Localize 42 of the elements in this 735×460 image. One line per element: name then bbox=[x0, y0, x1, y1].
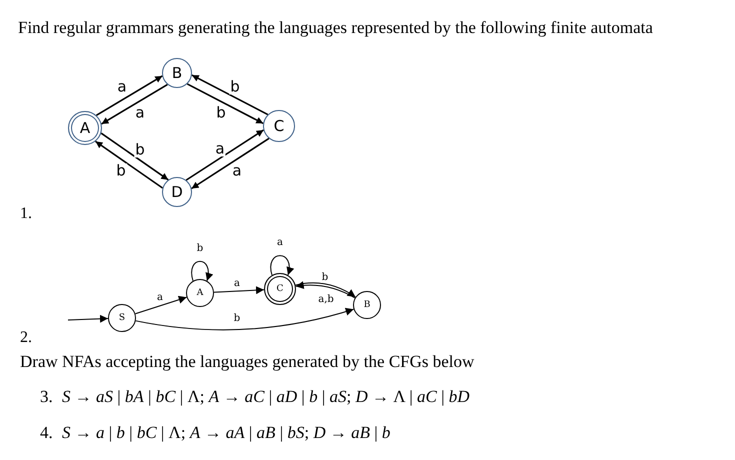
edge-label: a bbox=[156, 293, 164, 303]
arrow bbox=[191, 138, 270, 190]
edge-label: b bbox=[134, 142, 146, 158]
edge-label: b bbox=[229, 80, 241, 94]
state-circle: S bbox=[108, 304, 136, 332]
state-circle: C bbox=[263, 110, 295, 142]
grammar-rule: S → aS | bA | bC | Λ; A → aC | aD | b | aS; D → Λ | aC | bD bbox=[62, 387, 470, 408]
edge-label: b bbox=[320, 273, 330, 283]
edge-label: a bbox=[276, 238, 284, 248]
edge-label: b bbox=[196, 244, 204, 254]
accepting-state: C bbox=[264, 273, 296, 305]
state-circle: D bbox=[162, 177, 192, 207]
arrow bbox=[191, 74, 268, 116]
arrow bbox=[186, 129, 264, 181]
arrow bbox=[135, 308, 354, 330]
question-number: 1. bbox=[20, 204, 32, 224]
state-circle: B bbox=[162, 58, 192, 88]
grammar-rule: S → a | b | bC | Λ; A → aA | aB | bS; D → aB | b bbox=[62, 423, 390, 444]
arrow bbox=[95, 140, 163, 189]
state-circle: A bbox=[186, 279, 214, 307]
arrow bbox=[68, 314, 108, 323]
edge-label: b bbox=[215, 106, 227, 120]
heading: Find regular grammars generating the languages represented by the following finite automata bbox=[18, 18, 653, 38]
edge-label: a,b bbox=[317, 295, 335, 305]
question-number: 3. bbox=[40, 387, 53, 408]
instruction-text: Draw NFAs accepting the languages generated by the CFGs below bbox=[20, 352, 474, 372]
arrow bbox=[96, 75, 163, 116]
edge-label: b bbox=[115, 164, 127, 178]
arrow bbox=[191, 260, 213, 282]
question-number: 2. bbox=[20, 328, 32, 348]
edge-label: a bbox=[233, 279, 241, 289]
arrow bbox=[100, 132, 169, 180]
accepting-state: A bbox=[68, 111, 102, 145]
arrow bbox=[186, 83, 264, 124]
arrow bbox=[270, 255, 294, 276]
state-circle: B bbox=[353, 291, 381, 319]
arrow bbox=[213, 286, 265, 294]
arrow bbox=[134, 296, 188, 314]
question-number: 4. bbox=[40, 423, 53, 444]
arrow bbox=[101, 84, 168, 125]
edge-label: b bbox=[232, 314, 242, 324]
edge-label: a bbox=[231, 164, 243, 178]
